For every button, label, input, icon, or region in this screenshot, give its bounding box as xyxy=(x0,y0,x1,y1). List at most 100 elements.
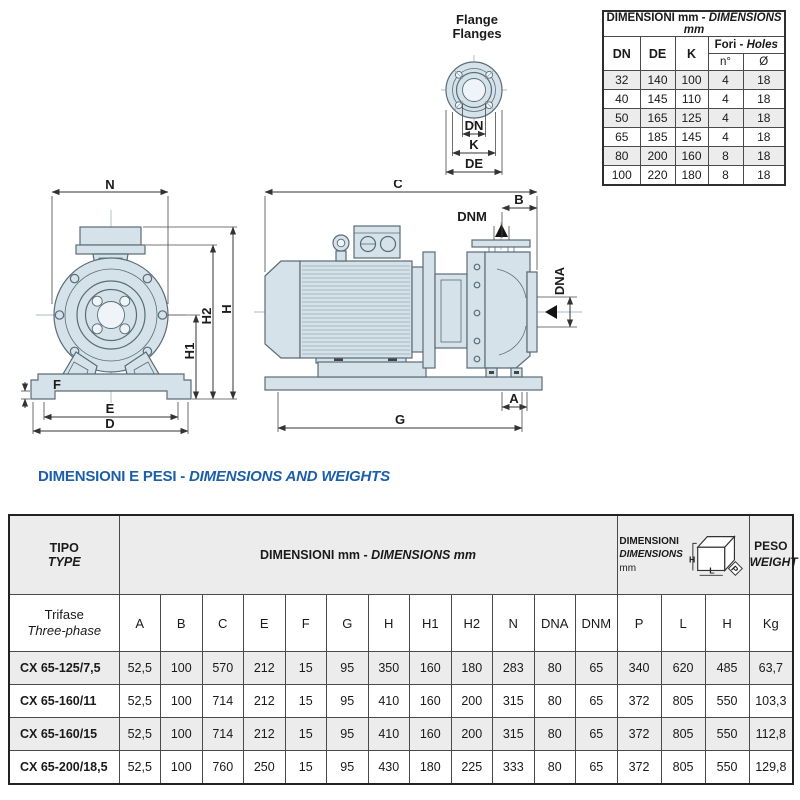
column-header: P xyxy=(616,594,662,652)
dimension-value: 65 xyxy=(575,651,618,685)
dimension-value: 180 xyxy=(450,651,493,685)
flange-table-cell: 18 xyxy=(742,70,786,90)
flange-table-cell: 160 xyxy=(674,146,709,166)
dimension-value: 100 xyxy=(160,750,203,785)
flange-dim-dn: DN xyxy=(465,118,484,133)
dimension-value: 100 xyxy=(160,717,203,751)
dnm-arrow-icon xyxy=(495,224,508,237)
col-header-holes: Fori - Holes xyxy=(707,36,786,54)
package-dimensions-icon: H L P xyxy=(689,535,743,577)
dimension-value: 212 xyxy=(243,651,286,685)
col-header-dn: DN xyxy=(602,36,641,71)
dim-d: D xyxy=(105,416,114,431)
col-header-k: K xyxy=(674,36,709,71)
flange-title-line2: Flanges xyxy=(452,26,501,41)
dim-n: N xyxy=(105,180,114,192)
column-header: B xyxy=(160,594,203,652)
column-header: A xyxy=(118,594,161,652)
dimension-value: 250 xyxy=(243,750,286,785)
dimension-value: 805 xyxy=(660,750,706,785)
column-header: DNM xyxy=(575,594,618,652)
flange-table-cell: 100 xyxy=(602,165,641,186)
dimension-value: 212 xyxy=(243,717,286,751)
col-header-count: n° xyxy=(707,53,744,71)
dimension-value: 315 xyxy=(492,717,535,751)
dimension-value: 52,5 xyxy=(118,750,161,785)
dimension-value: 410 xyxy=(367,717,410,751)
dimension-value: 200 xyxy=(450,717,493,751)
flange-table-cell: 4 xyxy=(707,89,744,109)
dimension-value: 315 xyxy=(492,684,535,718)
flange-table-cell: 65 xyxy=(602,127,641,147)
box-p-label: P xyxy=(729,564,740,575)
flange-table-cell: 110 xyxy=(674,89,709,109)
dimension-value: 160 xyxy=(409,651,452,685)
flange-holes xyxy=(91,295,131,335)
packaging-header: DIMENSIONI DIMENSIONS mm H xyxy=(616,514,750,595)
dimension-value: 80 xyxy=(533,651,576,685)
dim-dna: DNA xyxy=(552,266,567,295)
dimension-value: 225 xyxy=(450,750,493,785)
dimension-value: 95 xyxy=(326,684,369,718)
pump-model-name: CX 65-160/15 xyxy=(8,717,120,751)
dimension-value: 430 xyxy=(367,750,410,785)
dimension-value: 103,3 xyxy=(748,684,794,718)
dimension-value: 63,7 xyxy=(748,651,794,685)
flange-table-cell: 8 xyxy=(707,146,744,166)
flange-table-cell: 140 xyxy=(639,70,676,90)
dimension-value: 714 xyxy=(201,684,244,718)
dimension-value: 160 xyxy=(409,717,452,751)
dimension-value: 372 xyxy=(616,717,662,751)
dimension-value: 100 xyxy=(160,651,203,685)
dimension-value: 805 xyxy=(660,717,706,751)
flange-table-title: DIMENSIONI mm - DIMENSIONS mm xyxy=(602,10,786,37)
flange-table-cell: 18 xyxy=(742,165,786,186)
suction-flange xyxy=(526,271,538,353)
column-header: F xyxy=(284,594,327,652)
dimension-value: 340 xyxy=(616,651,662,685)
dimension-value: 570 xyxy=(201,651,244,685)
flange-table-cell: 125 xyxy=(674,108,709,128)
column-header: E xyxy=(243,594,286,652)
column-header: N xyxy=(492,594,535,652)
motor-body xyxy=(299,260,413,359)
dna-arrow-icon xyxy=(545,305,557,319)
dimension-value: 372 xyxy=(616,684,662,718)
flange-table-cell: 180 xyxy=(674,165,709,186)
dimension-value: 80 xyxy=(533,717,576,751)
column-header: H2 xyxy=(450,594,493,652)
flange-dim-de: DE xyxy=(465,156,483,171)
dimension-value: 760 xyxy=(201,750,244,785)
flange-table-cell: 18 xyxy=(742,127,786,147)
box-l-label: L xyxy=(709,565,715,575)
flange-table-cell: 220 xyxy=(639,165,676,186)
dimension-value: 805 xyxy=(660,684,706,718)
dimension-value: 212 xyxy=(243,684,286,718)
column-header: H xyxy=(704,594,750,652)
discharge-flange xyxy=(471,239,531,248)
flange-dim-k: K xyxy=(469,137,479,152)
dimension-value: 52,5 xyxy=(118,684,161,718)
dimension-value: 15 xyxy=(284,717,327,751)
dimension-value: 52,5 xyxy=(118,651,161,685)
motor-fins xyxy=(302,265,410,355)
flange-title-line1: Flange xyxy=(456,12,498,27)
section-heading: DIMENSIONI E PESI - DIMENSIONS AND WEIGH… xyxy=(38,468,390,485)
dimension-value: 65 xyxy=(575,750,618,785)
flange-table-cell: 18 xyxy=(742,146,786,166)
dimension-value: 350 xyxy=(367,651,410,685)
dimension-value: 550 xyxy=(704,750,750,785)
flange-table-cell: 4 xyxy=(707,127,744,147)
dim-b: B xyxy=(514,192,523,207)
dim-c: C xyxy=(393,180,403,191)
